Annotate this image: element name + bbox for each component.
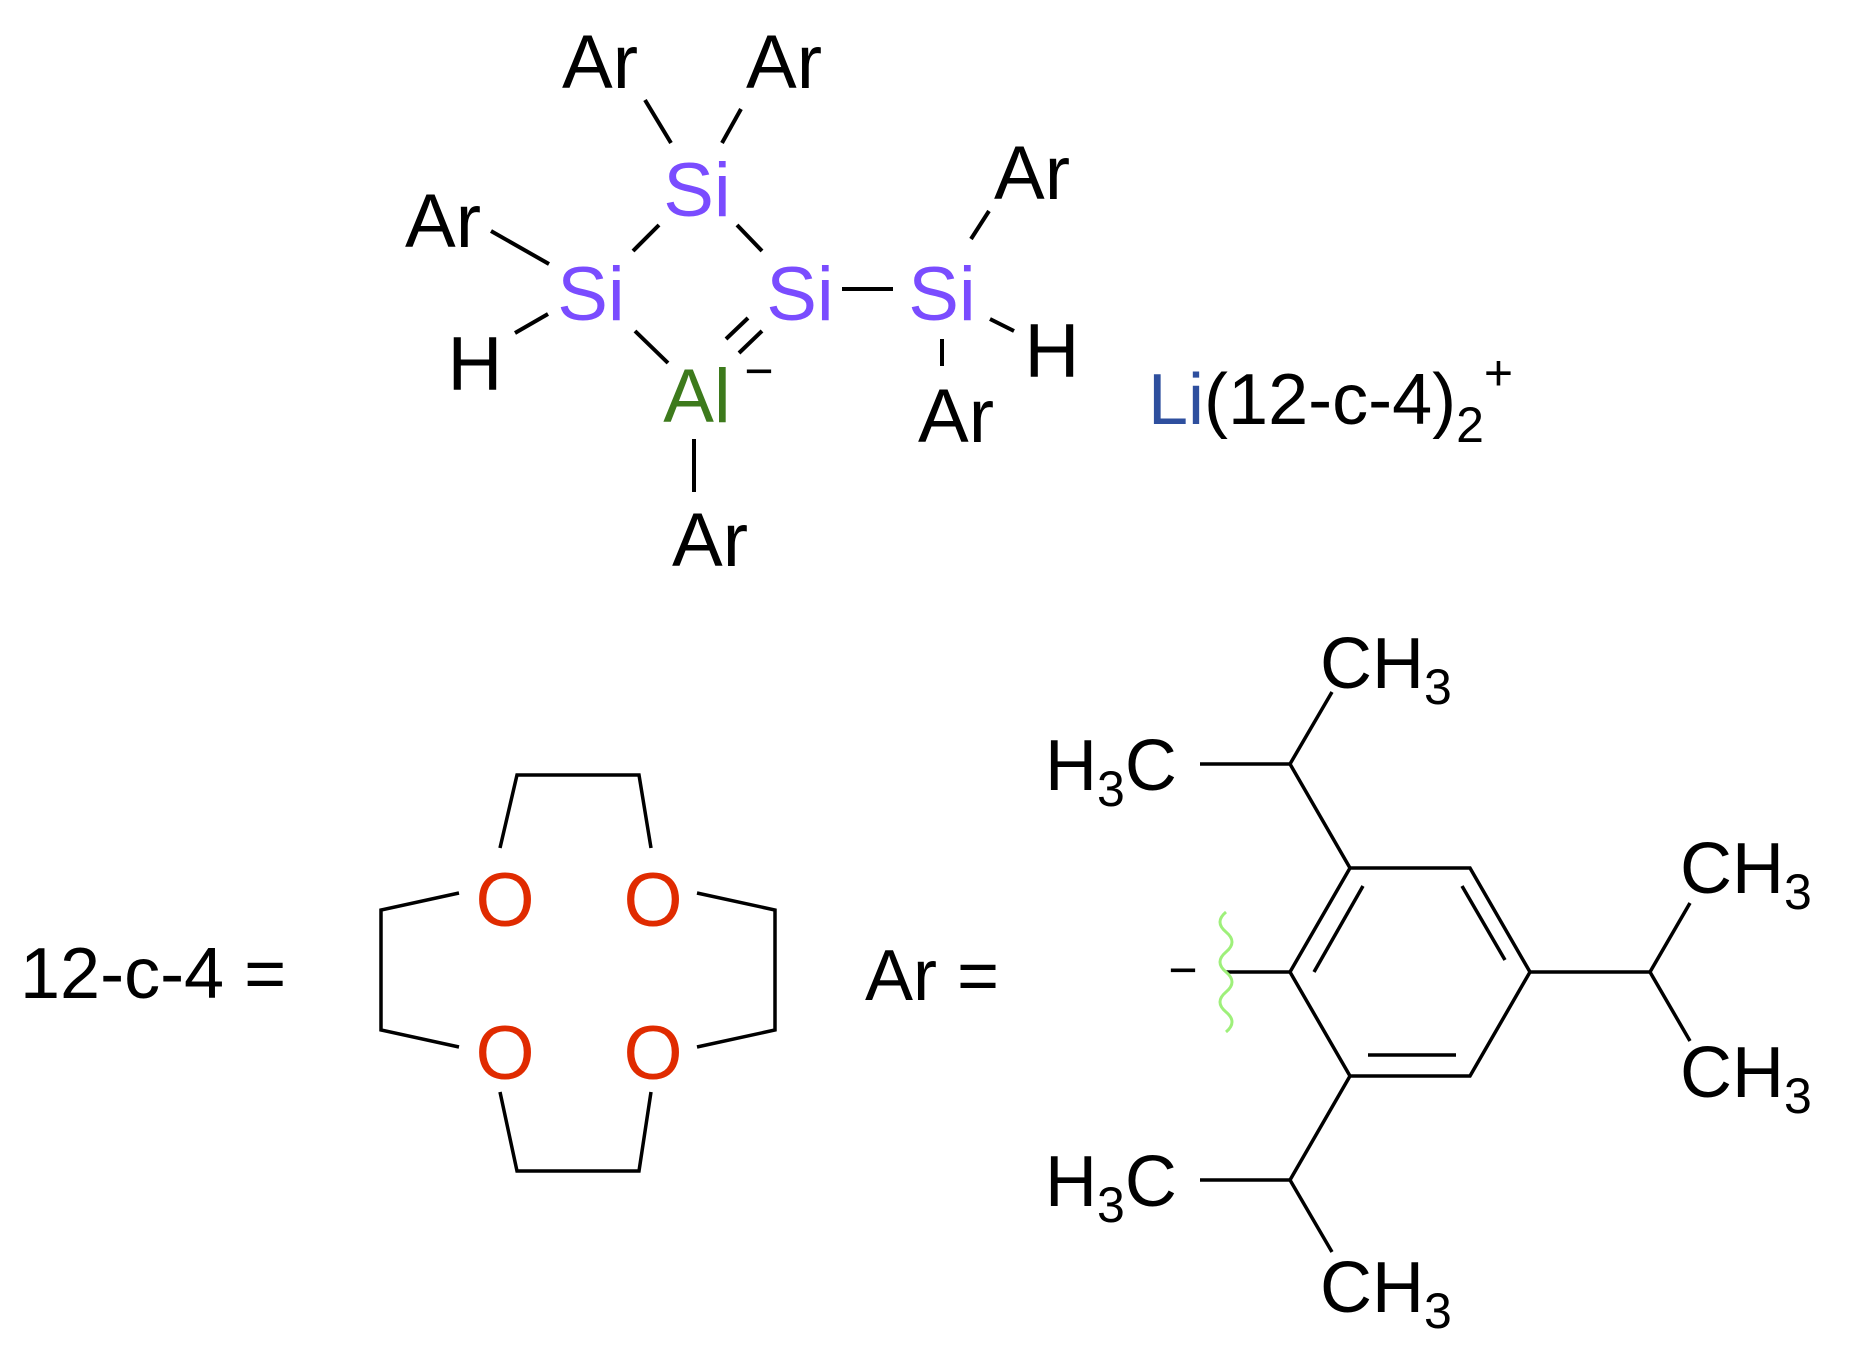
aromatic-double-bond <box>1460 885 1507 961</box>
bond-si-ar <box>969 209 991 241</box>
ar-label: Ar <box>562 20 638 105</box>
oxygen-atom: O <box>475 858 534 943</box>
cation-subscript: 2 <box>1456 397 1484 453</box>
aryl-structure: − CH3 H3C CH3 CH3 H3C CH3 <box>1045 624 1812 1339</box>
ar-label: Ar <box>918 374 994 459</box>
li-atom: Li <box>1148 360 1204 440</box>
bond-si-ar <box>720 108 743 144</box>
methyl-label: CH3 <box>1680 829 1812 920</box>
anion-bonds <box>490 98 1015 492</box>
oxygen-atom: O <box>623 1011 682 1096</box>
oxygen-atom: O <box>475 1011 534 1096</box>
aromatic-double-bond <box>1312 885 1365 973</box>
cation-charge: + <box>1484 345 1513 401</box>
si-atom: Si <box>908 252 976 337</box>
h-label: H <box>448 322 503 407</box>
aryl-definition-label: Ar = <box>865 936 999 1016</box>
si-atom: Si <box>766 252 834 337</box>
cation-text: Li(12-c-4)2+ <box>1148 345 1513 453</box>
oxygen-atom: O <box>623 858 682 943</box>
wavy-bond-marker <box>1218 910 1234 1034</box>
ligand-text: (12-c-4) <box>1204 360 1456 440</box>
bond-si-ar <box>643 98 673 145</box>
ar-label: Ar <box>746 20 822 105</box>
bond-si-h <box>514 312 549 335</box>
bond-si-si <box>631 223 661 253</box>
si-atom: Si <box>557 252 625 337</box>
anion-atoms: Ar Ar Si Ar Ar Si Si Si H H Al − Ar Ar <box>405 20 1079 583</box>
al-charge: − <box>744 343 773 399</box>
bond-al-si-double <box>724 316 750 341</box>
bond-methyl <box>1288 691 1334 765</box>
h-label: H <box>1025 309 1080 394</box>
cation-formula: Li(12-c-4)2+ <box>1148 345 1513 453</box>
al-atom: Al <box>663 354 731 439</box>
crown-ether-ring: O O O O <box>379 773 777 1173</box>
bond-ring-isopropyl <box>1288 763 1352 869</box>
benzene-ring <box>1287 866 1533 1078</box>
ring-left-bridge <box>379 891 460 1049</box>
ring-right-bridge <box>696 891 777 1049</box>
bond-methyl <box>1288 1179 1334 1253</box>
ring-bottom-bridge <box>498 1091 653 1173</box>
bond-methyl <box>1648 902 1692 973</box>
bond-al-si-double <box>737 329 764 355</box>
crown-definition-label: 12-c-4 = <box>20 934 286 1014</box>
methyl-label: CH3 <box>1320 1248 1452 1339</box>
bond-si-h <box>989 317 1015 333</box>
attach-charge: − <box>1168 942 1197 998</box>
bond-si-si <box>735 223 764 253</box>
methyl-label: CH3 <box>1680 1033 1812 1124</box>
ar-label: Ar <box>672 498 748 583</box>
bond-methyl <box>1648 971 1692 1042</box>
bond-ar-si <box>490 229 550 266</box>
methyl-label: H3C <box>1045 1142 1177 1233</box>
methyl-label: CH3 <box>1320 624 1452 715</box>
bond-ring-isopropyl <box>1288 1075 1352 1181</box>
ar-label: Ar <box>994 131 1070 216</box>
si-atom: Si <box>663 148 731 233</box>
ring-top-bridge <box>498 773 653 849</box>
ar-label: Ar <box>405 179 481 264</box>
methyl-label: H3C <box>1045 726 1177 817</box>
bond-si-al <box>633 329 670 365</box>
